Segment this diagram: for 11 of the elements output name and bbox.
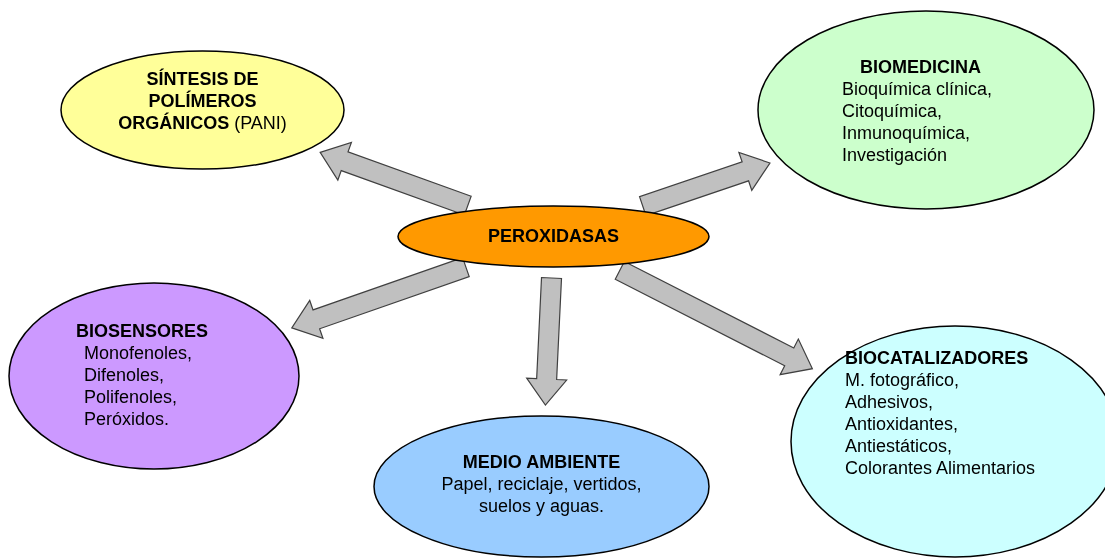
- block-arrow: [525, 276, 568, 406]
- node-title: BIOMEDICINA: [860, 56, 981, 78]
- node-description: Papel, reciclaje, vertidos, suelos y aguas.: [440, 473, 643, 517]
- node-title: PEROXIDASAS: [488, 225, 619, 247]
- node-description: Bioquímica clínica, Citoquímica, Inmunoquímica, Investigación: [842, 78, 994, 166]
- node-title: SÍNTESIS DE POLÍMEROS ORGÁNICOS (PANI): [117, 68, 288, 134]
- node-description: Monofenoles, Difenoles, Polifenoles, Peróxidos.: [84, 342, 194, 430]
- node-description: M. fotográfico, Adhesivos, Antioxidantes, Antiestáticos, Colorantes Alimentarios: [845, 369, 1037, 479]
- node-title: BIOSENSORES: [76, 320, 209, 342]
- node-title: BIOCATALIZADORES: [845, 347, 1029, 369]
- node-title: MEDIO AMBIENTE: [462, 451, 621, 473]
